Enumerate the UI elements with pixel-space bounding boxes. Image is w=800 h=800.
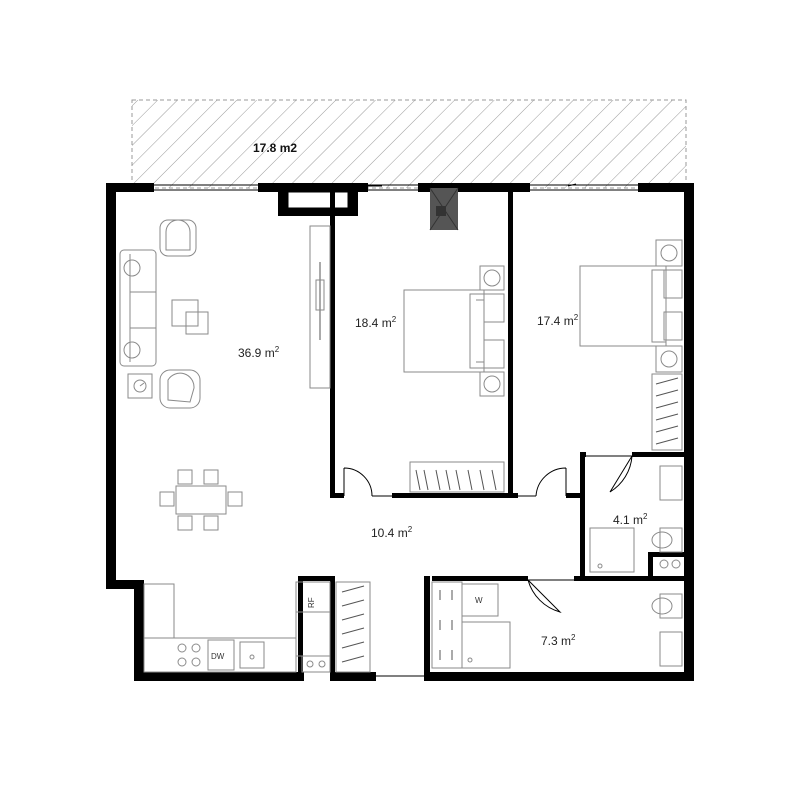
interior-walls <box>298 192 688 681</box>
living-room-furniture <box>119 219 331 531</box>
bedroom-1-furniture <box>403 265 505 493</box>
hall-wardrobe <box>335 581 371 673</box>
bathroom-area: 7.3 m2 <box>541 633 576 648</box>
doors <box>343 183 633 613</box>
hall-area: 10.4 m2 <box>371 525 413 540</box>
terrace: 17.8 m2 <box>131 99 687 189</box>
dishwasher-label: DW <box>211 652 225 661</box>
wc-area: 4.1 m2 <box>613 512 648 527</box>
outer-walls <box>106 183 694 681</box>
bathroom-fixtures: W <box>431 581 683 669</box>
room-labels: 36.9 m2 18.4 m2 17.4 m2 10.4 m2 4.1 m2 7… <box>238 313 648 648</box>
bedroom-1-area: 18.4 m2 <box>355 315 397 330</box>
windows <box>107 184 638 677</box>
terrace-area-label: 17.8 m2 <box>253 141 297 155</box>
fridge-label: RF <box>307 597 316 608</box>
kitchen: DW RF <box>143 581 331 673</box>
chimney-shaft <box>429 187 459 231</box>
bedroom-2-furniture <box>579 239 683 451</box>
wc-fixtures <box>589 465 683 573</box>
bedroom-2-area: 17.4 m2 <box>537 313 579 328</box>
washer-label: W <box>475 596 483 605</box>
living-room-area: 36.9 m2 <box>238 345 280 360</box>
